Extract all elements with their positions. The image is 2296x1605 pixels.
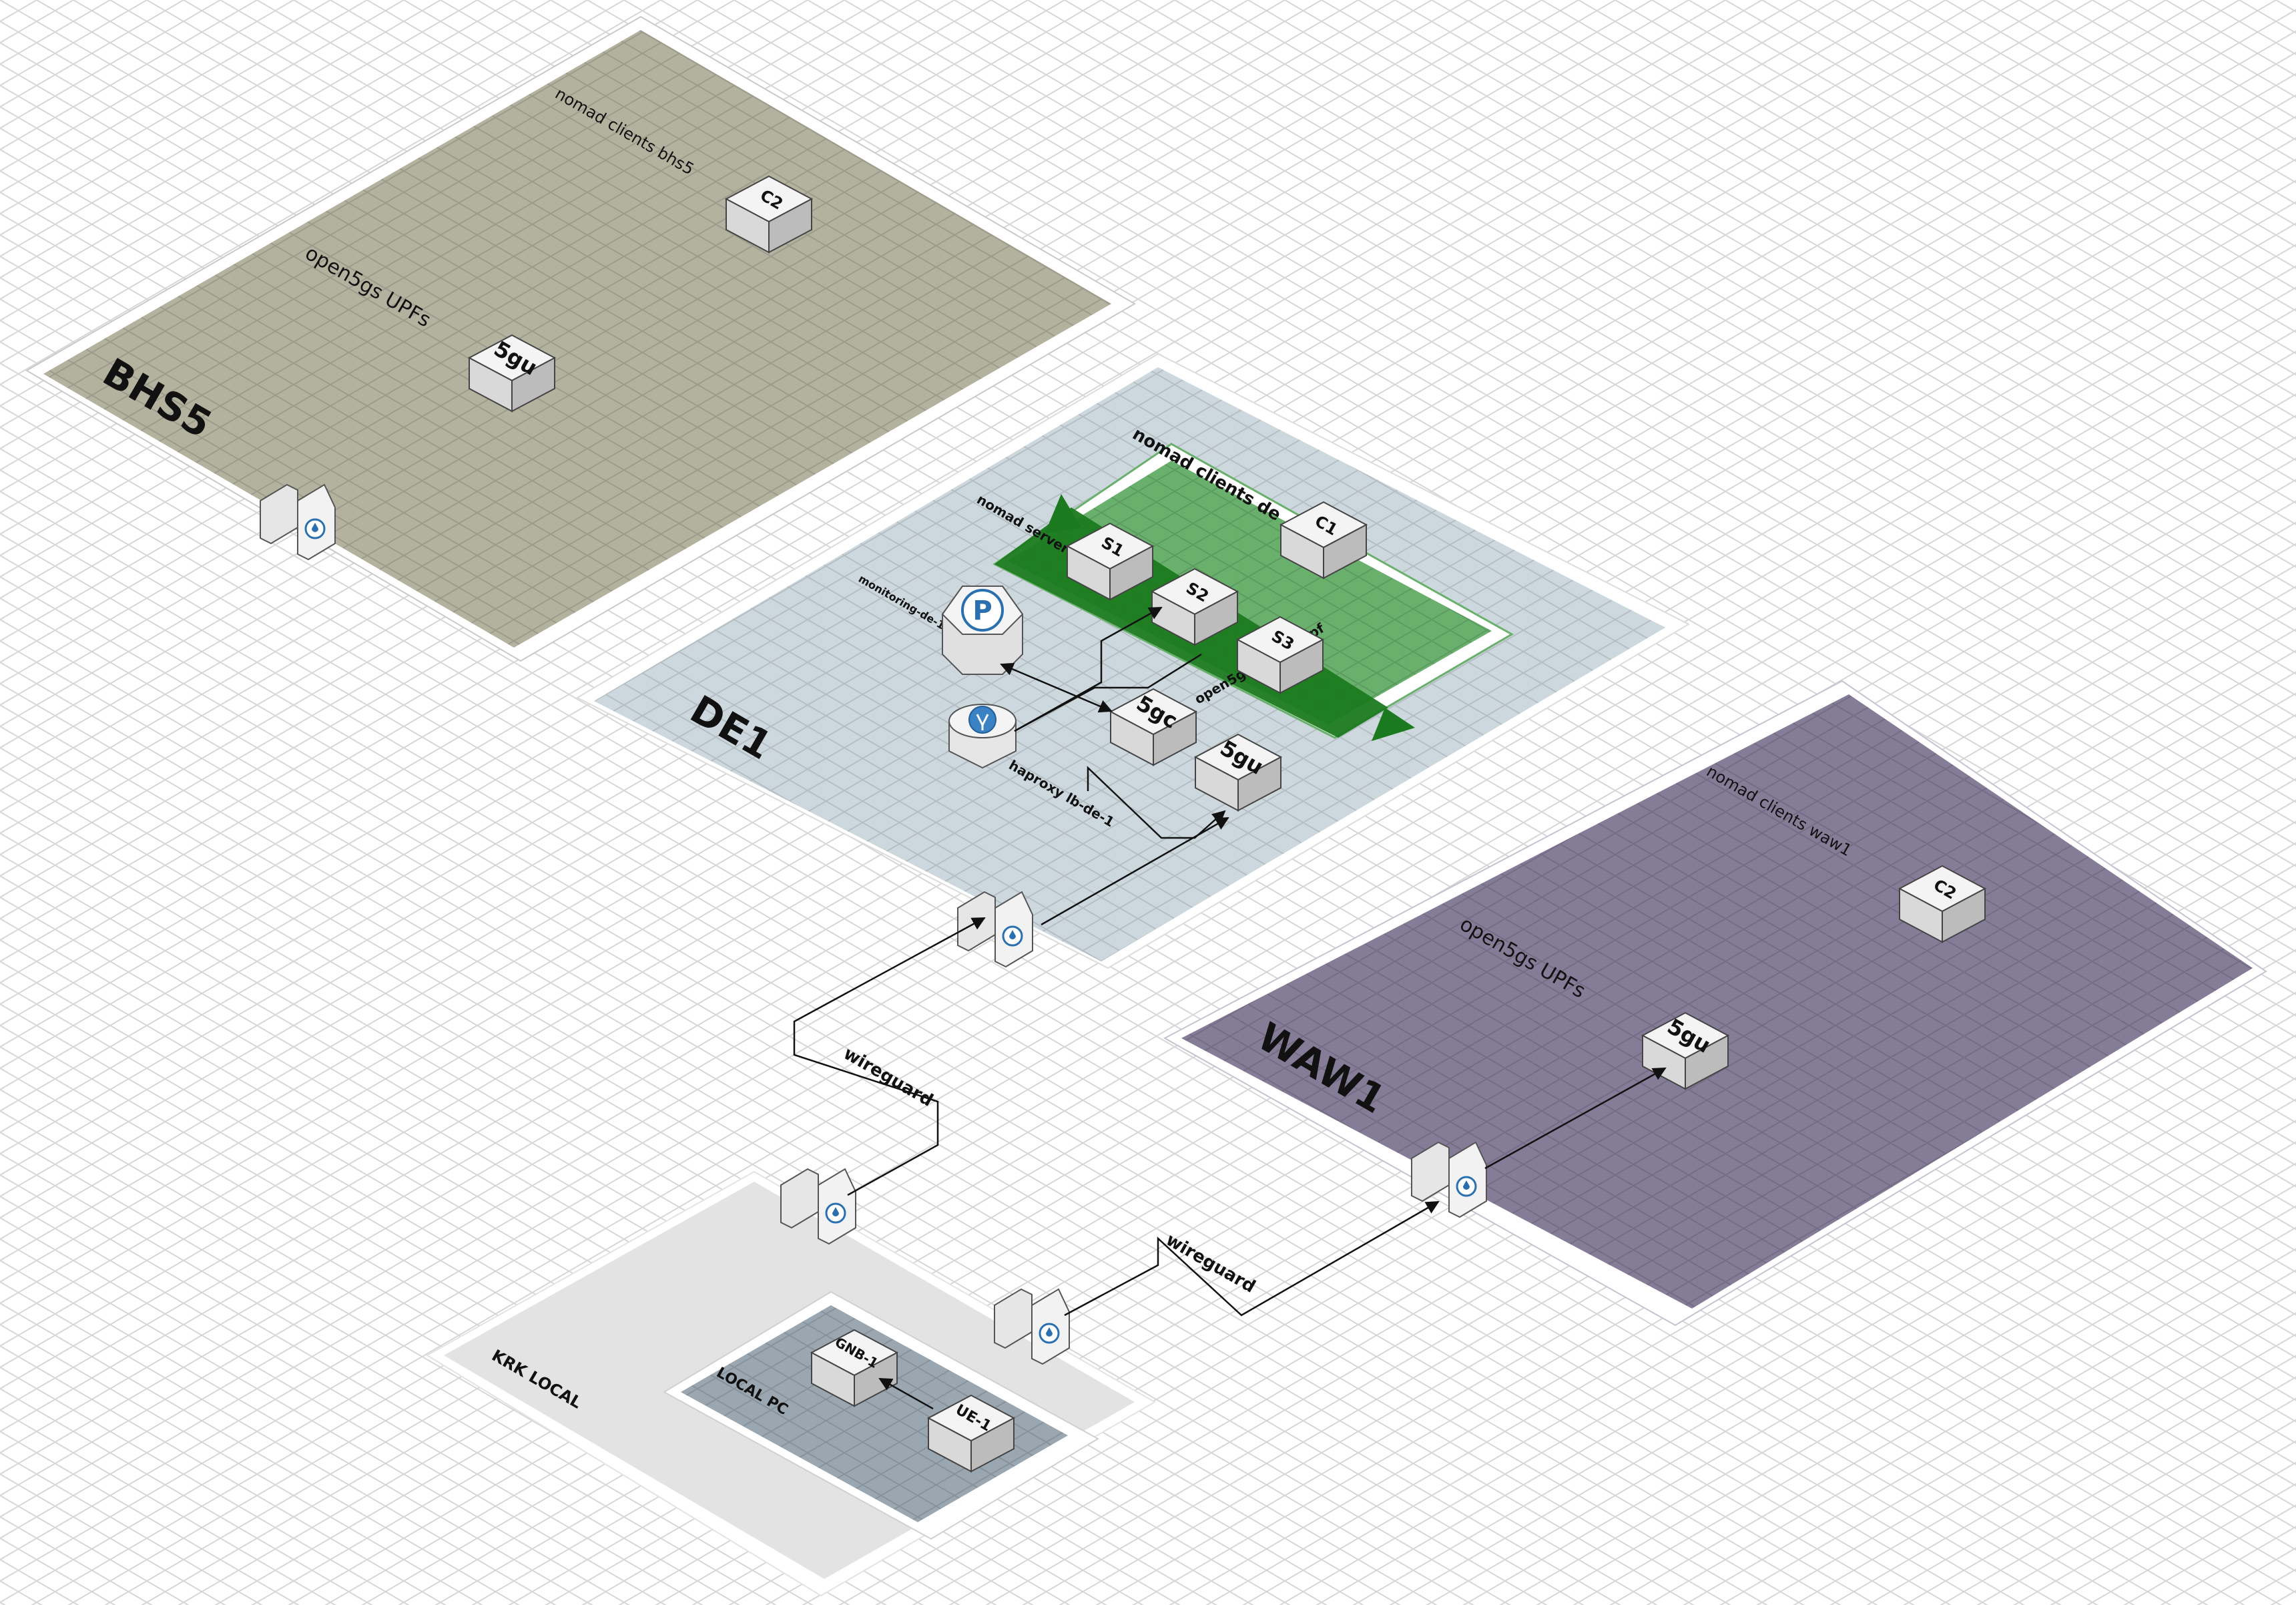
link-monitoring-5gc [1000,662,1113,713]
region-bhs5[interactable]: BHS5 open5gs UPFs nomad clients bhs5 C2 … [25,15,1136,662]
node-gnb[interactable]: GNB-1 [811,1329,898,1407]
node-bhs5-c2[interactable]: C2 [726,176,812,253]
region-krk-local[interactable]: KRK LOCAL LOCAL PC GNB-1 UE-1 [426,1168,1156,1597]
node-ue[interactable]: UE-1 [928,1395,1015,1472]
region-waw1[interactable]: WAW1 open5gs UPFs nomad clients waw1 C2 … [1163,680,2267,1327]
haproxy-icon[interactable] [948,703,1017,769]
link-5gc-5gu [1087,766,1226,839]
link-vpn-5gu [1041,817,1229,926]
node-waw-c2[interactable]: C2 [1899,865,1986,943]
node-de-c1[interactable]: C1 [1280,501,1367,579]
node-de-s2[interactable]: S2 [1151,568,1238,646]
link-ue-gnb [878,1377,934,1410]
prometheus-icon[interactable]: P [941,586,1024,675]
link-vpn-waw-5gu [1484,1067,1667,1170]
svg-text:P: P [972,596,992,626]
link-haproxy-core [1014,653,1202,732]
node-de-s1[interactable]: S1 [1067,523,1153,600]
nomad-clients-de-zone[interactable] [992,443,1514,739]
node-de-s3[interactable]: S3 [1237,616,1324,694]
region-de1[interactable]: DE1 nomad clients de nomad servers open5… [575,353,1691,969]
